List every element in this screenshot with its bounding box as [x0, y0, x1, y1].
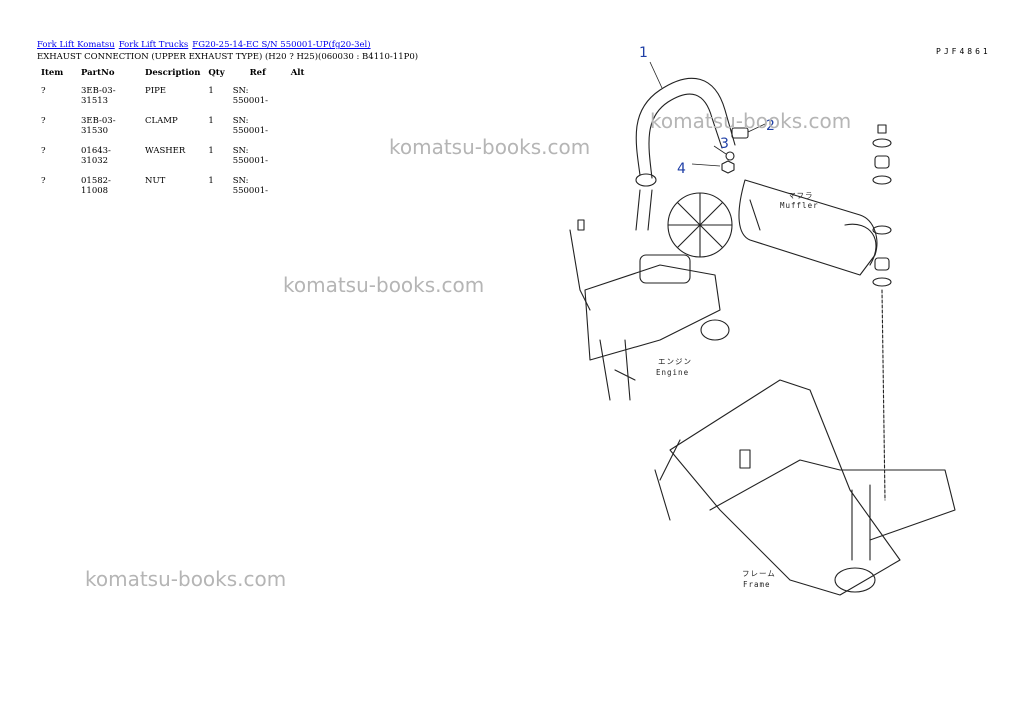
- watermark: komatsu-books.com: [85, 567, 287, 591]
- table-row: ? 3EB-03-31530 CLAMP 1 SN: 550001-: [37, 110, 308, 140]
- pipe-lower: [635, 189, 653, 231]
- table-header-row: Item PartNo Description Qty Ref Alt: [37, 66, 308, 80]
- cell-partno: 3EB-03-31530: [81, 116, 116, 136]
- air-cleaner: [639, 254, 691, 284]
- table-row: ? 01582-11008 NUT 1 SN: 550001-: [37, 170, 308, 200]
- leader-3: [713, 145, 727, 155]
- fan-blades: [667, 192, 733, 258]
- col-header-alt: Alt: [290, 68, 305, 78]
- table-row: ? 01643-31032 WASHER 1 SN: 550001-: [37, 140, 308, 170]
- cell-alt: [287, 140, 309, 170]
- col-header-qty: Qty: [208, 68, 225, 78]
- cell-description: NUT: [145, 176, 166, 186]
- table-row: ? 3EB-03-31513 PIPE 1 SN: 550001-: [37, 80, 308, 110]
- frame-label-jp: フレーム: [742, 569, 776, 578]
- col-header-description: Description: [145, 68, 201, 78]
- cell-item: ?: [41, 176, 46, 186]
- mount-rubber-lower: [874, 257, 890, 271]
- callout-1: 1: [639, 45, 648, 61]
- callout-4: 4: [677, 161, 686, 177]
- muffler-label: Muffler: [780, 201, 819, 210]
- cell-partno: 3EB-03-31513: [81, 86, 116, 106]
- callout-2: 2: [766, 118, 775, 134]
- leader-4: [691, 163, 721, 167]
- cell-ref: SN: 550001-: [232, 176, 269, 196]
- breadcrumb-link-fork-lift-komatsu[interactable]: Fork Lift Komatsu: [37, 40, 115, 50]
- engine-label: Engine: [656, 368, 689, 377]
- cell-qty: 1: [208, 176, 214, 186]
- exhaust-pipe-inner: [648, 93, 723, 179]
- page-title: EXHAUST CONNECTION (UPPER EXHAUST TYPE) …: [37, 52, 419, 62]
- cell-ref: SN: 550001-: [232, 146, 269, 166]
- mount-washer-2: [872, 175, 892, 185]
- mount-washer-3: [872, 225, 892, 235]
- callout-3: 3: [720, 136, 729, 152]
- cell-qty: 1: [208, 86, 214, 96]
- cell-alt: [287, 80, 309, 110]
- exhaust-pipe-outline: [635, 77, 736, 176]
- washer-part: [725, 151, 735, 161]
- breadcrumb-link-fork-lift-trucks[interactable]: Fork Lift Trucks: [118, 40, 189, 50]
- frame-edge: [654, 439, 681, 521]
- engine-label-jp: エンジン: [658, 357, 692, 366]
- cell-qty: 1: [208, 146, 214, 156]
- muffler-body: [738, 179, 878, 276]
- engine-intake: [569, 219, 591, 311]
- engine-pulley: [700, 319, 730, 341]
- pipe-flange: [635, 173, 657, 187]
- muffler-outlet: [844, 223, 877, 266]
- parts-table: Item PartNo Description Qty Ref Alt ? 3E…: [37, 66, 308, 200]
- engine-mounts: [599, 339, 636, 401]
- exploded-parts-diagram: 1 2 3 4 マフラ Muffler エンジン Engine フレーム Fra…: [569, 45, 956, 596]
- nut-part: [721, 160, 735, 174]
- cell-description: CLAMP: [145, 116, 178, 126]
- cell-partno: 01643-31032: [81, 146, 111, 166]
- clamp-part: [731, 127, 749, 139]
- col-header-item: Item: [41, 68, 64, 78]
- frame-tab: [739, 449, 751, 469]
- cell-partno: 01582-11008: [81, 176, 111, 196]
- diagram-code: PJF4861: [936, 47, 991, 56]
- frame-body: [669, 379, 901, 596]
- cell-ref: SN: 550001-: [232, 86, 269, 106]
- frame-crossmember: [709, 459, 956, 541]
- muffler-seam: [749, 199, 761, 231]
- leader-1: [649, 61, 663, 89]
- cell-qty: 1: [208, 116, 214, 126]
- col-header-ref: Ref: [249, 68, 266, 78]
- cell-item: ?: [41, 146, 46, 156]
- cell-item: ?: [41, 86, 46, 96]
- leader-2: [747, 123, 766, 133]
- cell-ref: SN: 550001-: [232, 116, 269, 136]
- col-header-partno: PartNo: [81, 68, 115, 78]
- cell-alt: [287, 110, 309, 140]
- cell-alt: [287, 170, 309, 200]
- muffler-label-jp: マフラ: [788, 191, 814, 200]
- frame-label: Frame: [743, 580, 771, 589]
- watermark: komatsu-books.com: [650, 109, 852, 133]
- breadcrumb-link-model[interactable]: FG20-25-14-EC S/N 550001-UP(fg20-3el): [192, 40, 371, 50]
- mount-bolt-head: [877, 124, 887, 134]
- mount-washer-4: [872, 277, 892, 287]
- cell-item: ?: [41, 116, 46, 126]
- watermark: komatsu-books.com: [389, 135, 591, 159]
- cell-description: PIPE: [145, 86, 167, 96]
- frame-hole: [834, 567, 876, 593]
- mount-axis-line: [881, 289, 886, 501]
- cell-description: WASHER: [145, 146, 186, 156]
- frame-bracket: [851, 484, 871, 561]
- mount-washer: [872, 138, 892, 148]
- engine-block: [584, 264, 721, 361]
- watermark: komatsu-books.com: [283, 273, 485, 297]
- mount-rubber-upper: [874, 155, 890, 169]
